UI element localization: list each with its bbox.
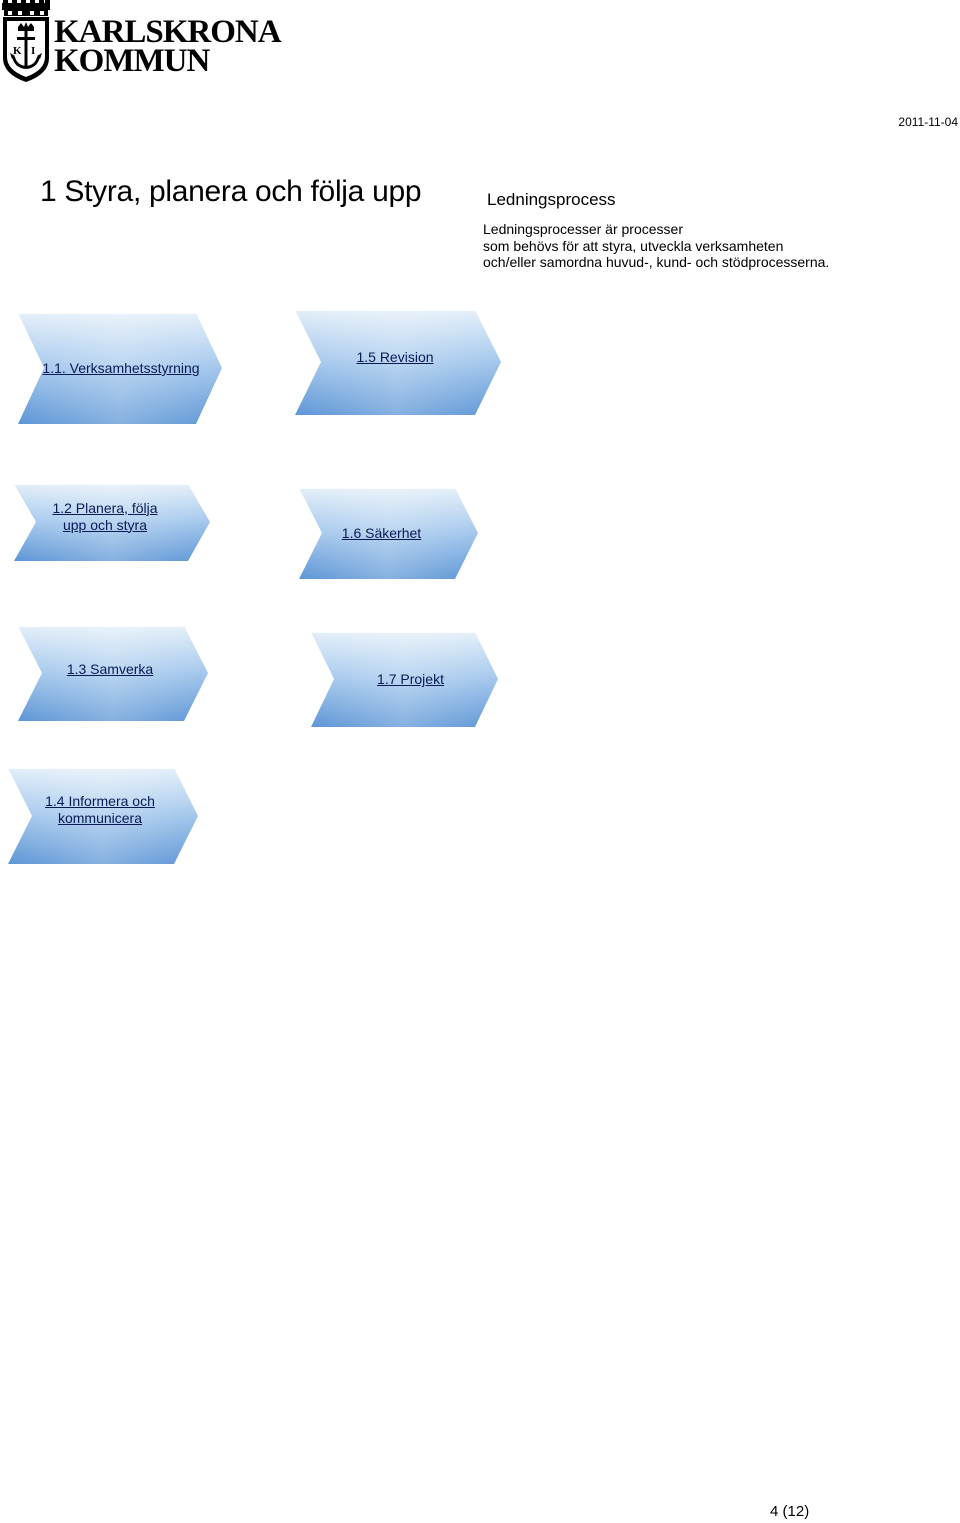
logo-wordmark: KARLSKRONA KOMMUN — [54, 14, 282, 79]
chevron-arrow-icon — [299, 487, 478, 579]
section-description: Ledningsprocesser är processer som behöv… — [483, 221, 830, 270]
process-label[interactable]: 1.3 Samverka — [66, 661, 154, 677]
process-chevron-1-3[interactable]: 1.3 Samverka — [16, 624, 210, 723]
process-label[interactable]: 1.6 Säkerhet — [341, 525, 422, 541]
svg-text:K: K — [13, 45, 22, 57]
logo-line-1: KARLSKRONA — [54, 14, 282, 50]
section-heading: Ledningsprocess — [487, 190, 616, 209]
process-chevron-1-5[interactable]: 1.5 Revision — [293, 308, 503, 417]
process-chevron-1-2[interactable]: 1.2 Planera, följa upp och styra — [12, 482, 212, 563]
chevron-arrow-icon — [295, 309, 501, 415]
document-date: 2011-11-04 — [898, 115, 958, 129]
chevron-arrow-icon — [311, 631, 498, 727]
process-chevron-1-1[interactable]: 1.1. Verksamhetsstyrning — [16, 311, 224, 426]
process-label[interactable]: 1.2 Planera, följa upp och styra — [52, 499, 158, 533]
chevron-arrow-icon — [18, 625, 208, 721]
crown-anchor-emblem-icon: K I — [2, 0, 50, 82]
process-label[interactable]: 1.4 Informera och kommunicera — [45, 793, 155, 826]
process-chevron-1-7[interactable]: 1.7 Projekt — [309, 630, 500, 729]
logo: K I KARLSKRONA KOMMUN — [0, 0, 320, 84]
page-number: 4 (12) — [770, 1503, 810, 1520]
logo-line-2: KOMMUN — [54, 43, 210, 79]
process-label[interactable]: 1.7 Projekt — [377, 671, 444, 687]
chevron-arrow-icon — [8, 767, 198, 864]
chevron-arrow-icon — [18, 312, 222, 424]
process-label[interactable]: 1.1. Verksamhetsstyrning — [42, 360, 200, 376]
page-title: 1 Styra, planera och följa upp — [40, 175, 422, 208]
process-chevron-1-4[interactable]: 1.4 Informera och kommunicera — [6, 766, 200, 866]
process-label[interactable]: 1.5 Revision — [356, 349, 434, 365]
process-chevron-1-6[interactable]: 1.6 Säkerhet — [297, 486, 480, 581]
chevron-arrow-icon — [14, 483, 210, 561]
svg-text:I: I — [31, 45, 35, 57]
